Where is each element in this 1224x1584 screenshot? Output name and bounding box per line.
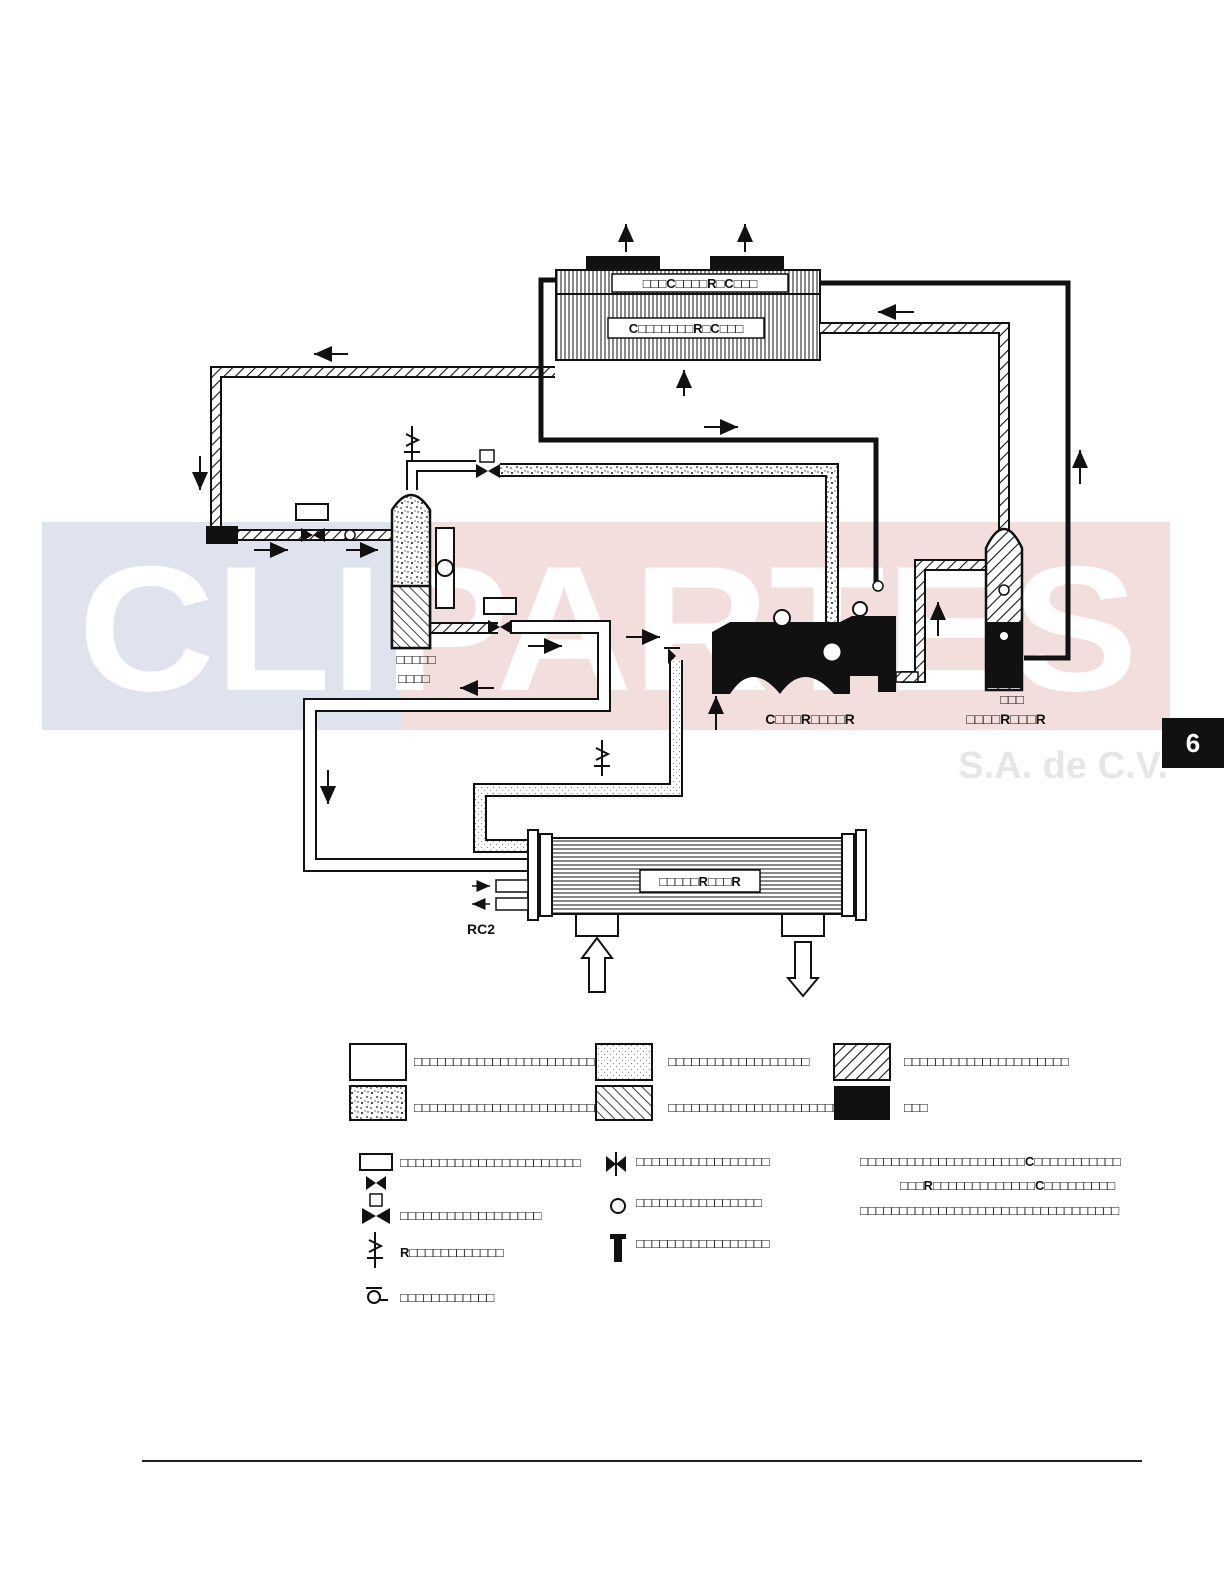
compressor: C□□□R□□□□R [712, 601, 919, 727]
legend-symbol-label: □□□□□□□□□□□□□□□□ [636, 1195, 762, 1210]
sight-glass-icon [610, 1198, 626, 1214]
valves [295, 426, 884, 776]
rc2-label: RC2 [467, 921, 495, 937]
relief-valve-icon [367, 1232, 384, 1268]
legend-fill-label: □□□□□□□□□□□□□□□□□□□□□ [904, 1054, 1069, 1069]
legend-symbol-label: □□□□□□□□□□□□□□□□□ [636, 1236, 770, 1251]
legend-fill-label: □□□□□□□□□□□□□□□□□□□□□□□ [414, 1054, 595, 1069]
legend-symbol-label: □□□□□□□□□□□□□□□□□ [636, 1154, 770, 1169]
section-tab: 6 [1162, 718, 1224, 768]
oil-separator-label-1: □□□ [1000, 692, 1024, 707]
pressure-valve-icon [606, 1152, 626, 1176]
receiver-label-2: □□□□ [398, 671, 430, 686]
receiver-label-1: □□□□□ [396, 652, 435, 667]
piping [206, 277, 1071, 872]
legend-fill-label: □□□□□□□□□□□□□□□□□□□□□□□□ [414, 1100, 603, 1115]
legend-note-line-3: □□□□□□□□□□□□□□□□□□□□□□□□□□□□□□□□□ [860, 1203, 1119, 1218]
legend-symbol-label: R□□□□□□□□□□□□ [400, 1245, 504, 1260]
condenser-top-label: □□□C□□□□R□C□□□ [643, 276, 758, 291]
legend-fill-label: □□□□□□□□□□□□□□□□□□ [668, 1054, 809, 1069]
legend-fill-label: □□□□□□□□□□□□□□□□□□□□□□□ [668, 1100, 849, 1115]
legend-fills: □□□□□□□□□□□□□□□□□□□□□□□ □□□□□□□□□□□□□□□□… [349, 1043, 1069, 1121]
legend-symbol-label: □□□□□□□□□□□□ [400, 1290, 494, 1305]
watermark-left-block [42, 522, 402, 730]
solenoid-valve-icon [359, 1153, 393, 1190]
legend-symbols: □□□□□□□□□□□□□□□□□□□□□□□ □□□□□□□□□□□□□□□□… [359, 1152, 1121, 1305]
sensor-icon [366, 1287, 388, 1304]
footer-rule [142, 1460, 1142, 1462]
watermark-tagline: S.A. de C.V. [958, 745, 1168, 787]
evaporator: □□□□□R□□□R RC2 [467, 829, 867, 998]
oil-separator: □□□ □□□□R□□□R [966, 527, 1046, 727]
compressor-label: C□□□R□□□□R [765, 711, 855, 727]
water-out-arrow [785, 941, 821, 998]
legend-fill-label: □□□ [904, 1100, 928, 1115]
service-valve-icon [610, 1234, 626, 1262]
water-in-arrow [580, 936, 614, 993]
legend-note-line-2: □□□R□□□□□□□□□□□□□C□□□□□□□□□ [900, 1178, 1115, 1193]
evaporator-label: □□□□□R□□□R [659, 874, 741, 889]
legend-symbol-label: □□□□□□□□□□□□□□□□□□□□□□□ [400, 1155, 581, 1170]
condenser-fan-right [710, 256, 784, 270]
condenser: □□□C□□□□R□C□□□ C□□□□□□□R□C□□□ [555, 224, 821, 396]
check-valve-icon [362, 1193, 390, 1224]
flow-arrows [192, 304, 1088, 804]
oil-separator-label-2: □□□□R□□□R [966, 711, 1045, 727]
receiver: □□□□□ □□□□ [390, 493, 455, 686]
condenser-fan-left [586, 256, 660, 270]
condenser-main-label: C□□□□□□□R□C□□□ [629, 321, 744, 336]
legend-symbol-label: □□□□□□□□□□□□□□□□□□ [400, 1208, 541, 1223]
legend-note-line-1: □□□□□□□□□□□□□□□□□□□□□C□□□□□□□□□□□ [860, 1154, 1121, 1169]
